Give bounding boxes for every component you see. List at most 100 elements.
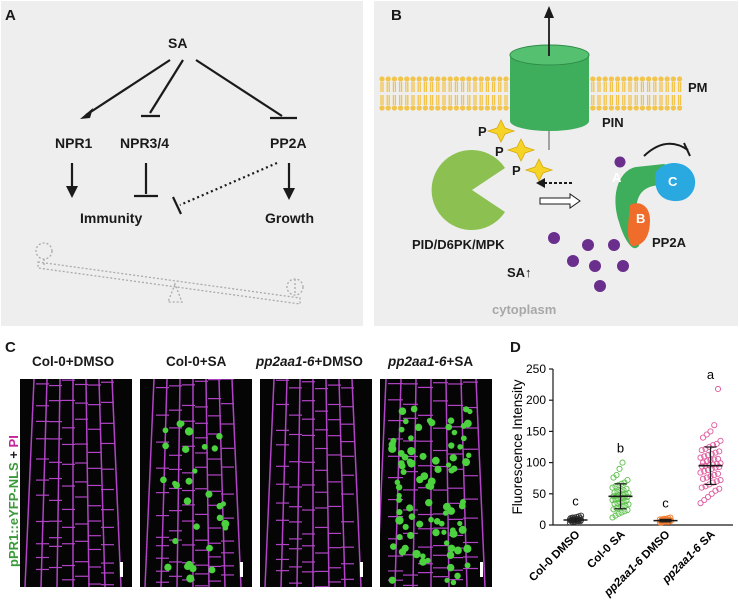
image-title-2: Col-0+SA (166, 354, 227, 369)
label-pm: PM (688, 80, 708, 95)
panel-a-label: A (5, 7, 16, 24)
data-point (709, 442, 717, 449)
scale-bar (360, 562, 363, 577)
phospho-star-2 (506, 138, 536, 162)
panel-c-y-label: pPR1::eYFP-NLS + PI (6, 435, 21, 567)
microscopy-pp2a-dmso (260, 379, 372, 587)
data-point (621, 494, 628, 501)
data-point (613, 472, 620, 479)
data-point (712, 449, 719, 456)
y-label-green: pPR1::eYFP-NLS (6, 462, 21, 567)
sa-molecules (548, 232, 629, 292)
significance-letter: c (662, 496, 669, 511)
data-point (697, 469, 704, 476)
data-point (618, 509, 625, 516)
data-point (713, 440, 720, 447)
panel-a-background (1, 1, 363, 326)
data-point (697, 500, 704, 507)
label-pin: PIN (602, 115, 624, 130)
data-point (623, 485, 630, 492)
panel-b-label: B (391, 7, 402, 24)
y-tick-label: 200 (526, 393, 546, 407)
data-point (711, 472, 718, 479)
data-point (702, 445, 709, 452)
image-title-1: Col-0+DMSO (32, 354, 115, 369)
data-point (701, 468, 708, 475)
label-p1: P (478, 124, 487, 139)
panel-d-label: D (510, 339, 521, 356)
phospho-star-3 (524, 158, 554, 182)
pp2a-subunit-b (628, 203, 650, 246)
microscopy-pp2a-sa (380, 379, 492, 587)
image-title-4: pp2aa1-6+SA (388, 354, 474, 369)
significance-letter: c (572, 494, 579, 509)
node-sa: SA (168, 35, 188, 51)
node-pp2a: PP2A (270, 135, 307, 151)
data-point (612, 483, 619, 490)
label-p3: P (512, 163, 521, 178)
data-point (619, 459, 626, 466)
y-tick-label: 250 (526, 362, 546, 376)
data-point (621, 508, 628, 515)
data-point (708, 490, 715, 497)
pp2a-subunit-c (655, 163, 696, 202)
scale-bar (120, 562, 123, 577)
data-point (623, 497, 630, 504)
image-title-3: pp2aa1-6+DMSO (256, 354, 363, 369)
data-point (609, 496, 616, 504)
label-pp2a-b: PP2A (652, 235, 686, 250)
data-point (702, 483, 709, 490)
data-point (609, 514, 616, 521)
data-point (704, 493, 712, 500)
data-point (609, 484, 616, 491)
y-tick-label: 150 (526, 424, 546, 438)
label-cytoplasm: cytoplasm (492, 302, 557, 317)
label-subunit-c: C (668, 174, 678, 189)
data-point (612, 512, 619, 519)
phospho-star-1 (486, 119, 516, 143)
data-point (698, 447, 705, 454)
node-growth: Growth (265, 210, 314, 226)
y-label-pi: PI (6, 435, 21, 448)
data-point (697, 454, 704, 461)
significance-letter: a (707, 367, 715, 382)
data-point (712, 487, 719, 494)
data-point (698, 484, 705, 491)
data-point (610, 506, 617, 513)
data-point (707, 428, 714, 435)
y-tick-label: 0 (539, 518, 546, 532)
node-npr1: NPR1 (55, 135, 93, 151)
data-point (701, 496, 708, 504)
data-point (717, 477, 724, 484)
microscopy-col0-dmso (20, 379, 132, 587)
data-point (713, 478, 720, 485)
y-tick-label: 100 (526, 456, 546, 470)
node-npr34: NPR3/4 (120, 135, 170, 151)
x-tick-label: Col-0 SA (585, 529, 627, 571)
data-point (714, 385, 722, 393)
data-point (699, 434, 707, 441)
data-point (703, 431, 710, 438)
panel-a-arrows (35, 59, 304, 305)
data-point (716, 485, 723, 492)
data-point (624, 477, 631, 484)
data-point (717, 437, 724, 444)
data-point (616, 465, 623, 472)
data-point (714, 455, 722, 462)
panel-c-label: C (5, 339, 16, 356)
label-kinase: PID/D6PK/MPK (412, 237, 505, 252)
data-point (701, 453, 708, 460)
y-tick-label: 50 (533, 487, 547, 501)
x-tick-label: Col-0 DMSO (527, 529, 583, 585)
y-axis-label: Fluorescence Intensity (510, 379, 525, 514)
y-label-plus: + (6, 447, 21, 463)
scale-bar (240, 562, 243, 577)
data-point (615, 510, 622, 517)
data-point (703, 458, 710, 465)
label-subunit-a: A (612, 170, 622, 185)
data-point (711, 422, 718, 429)
significance-letter: b (617, 441, 624, 456)
data-point (699, 475, 707, 482)
data-point (716, 448, 723, 455)
scale-bar (480, 562, 483, 577)
